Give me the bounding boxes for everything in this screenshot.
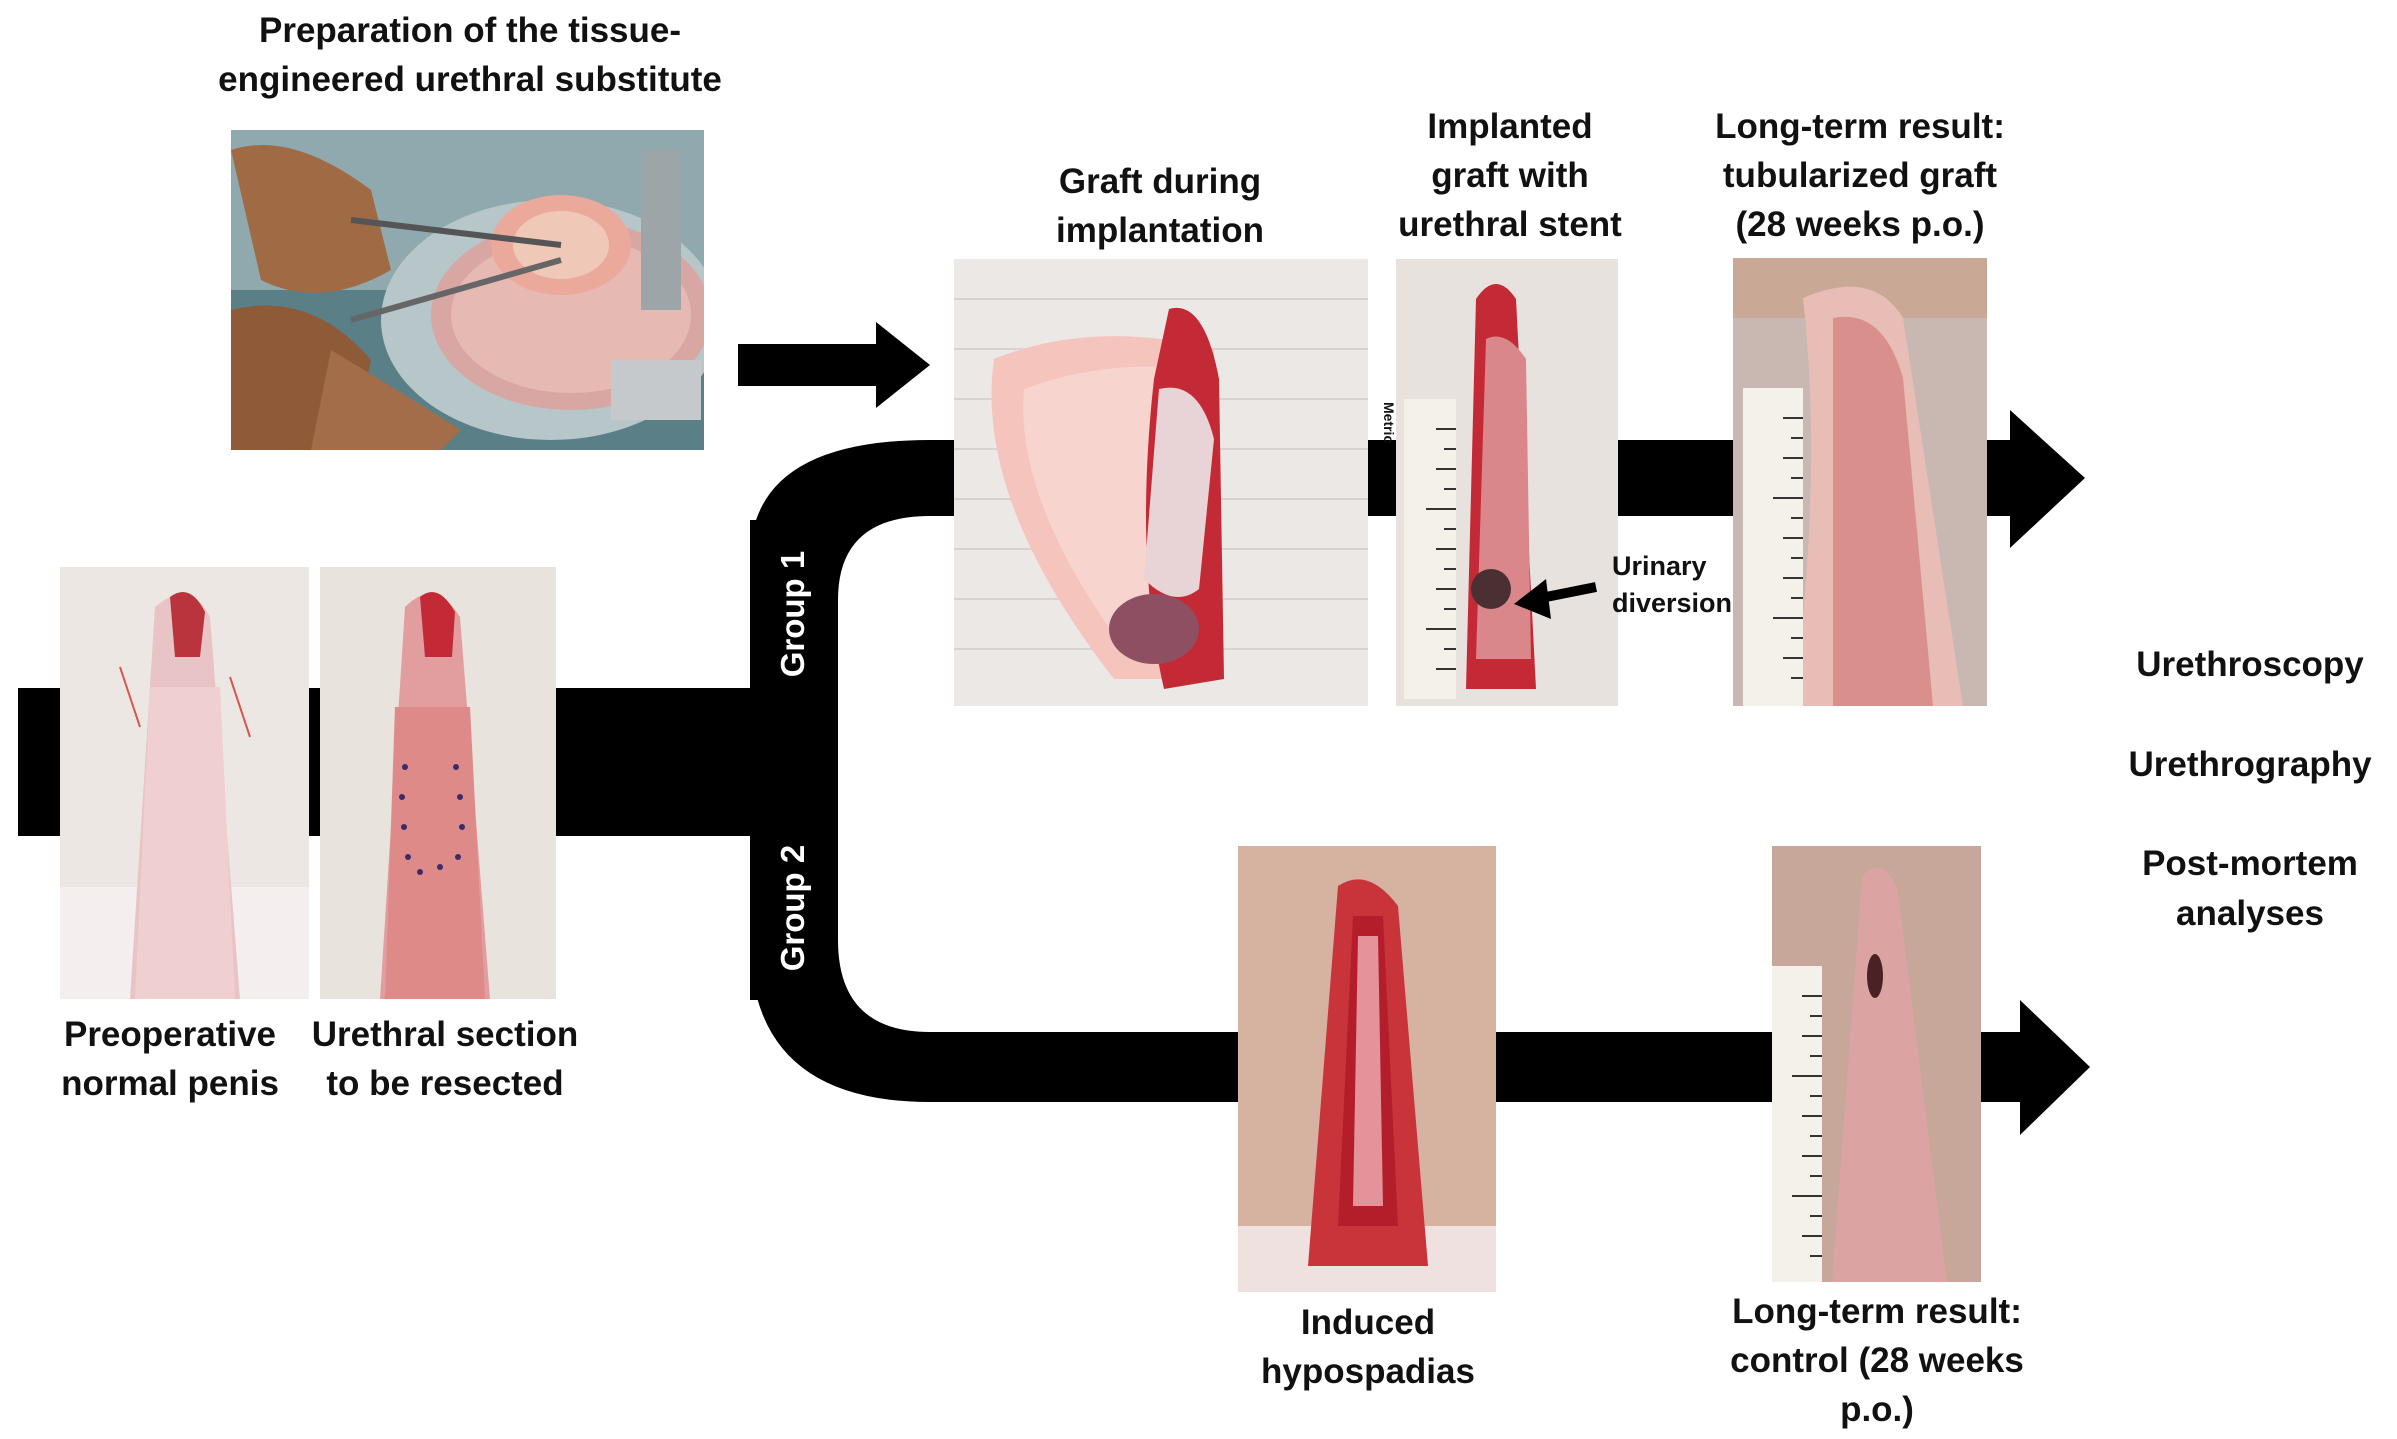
caption-implanted: Implanted graft with urethral stent [1360,102,1660,249]
caption-line: p.o.) [1840,1390,1914,1429]
caption-urethral-section: Urethral section to be resected [300,1010,590,1108]
caption-line: hypospadias [1261,1352,1475,1391]
ruler-label-top: Metric [1381,402,1397,462]
implanted-graft-photo [1396,259,1618,706]
caption-preoperative: Preoperative normal penis [40,1010,300,1108]
prep-arrow-head [876,322,930,408]
caption-line: to be resected [326,1064,564,1103]
group2-branch [750,940,2030,1102]
caption-line: Implanted [1427,107,1593,146]
group2-label: Group 2 [774,844,811,972]
outcome-urethroscopy: Urethroscopy [2136,645,2364,684]
caption-line: Urethral section [311,1015,579,1054]
caption-induced: Induced hypospadias [1218,1298,1518,1396]
vertical-connector [750,520,838,1000]
outcome-line: analyses [2176,894,2324,933]
long-term-control-photo [1772,846,1981,1282]
annotation-line: Urinary [1612,551,1707,581]
preoperative-photo [60,567,309,999]
caption-long-term-graft: Long-term result: tubularized graft (28 … [1710,102,2010,249]
outcome-urethrography: Urethrography [2128,745,2372,784]
urethral-section-photo [320,567,556,999]
caption-line: Long-term result: [1732,1292,2022,1331]
ruler-label-text: Metric [1381,402,1397,444]
graft-during-implantation-photo [954,259,1368,706]
caption-line: Graft during [1058,162,1262,201]
group2-arrowhead [2020,1000,2090,1135]
caption-line: control (28 weeks [1730,1341,2024,1380]
caption-line: (28 weeks p.o.) [1735,205,1985,244]
caption-line: Preparation of the tissue- [258,11,682,50]
preparation-photo [231,130,704,450]
caption-line: engineered urethral substitute [218,60,722,99]
caption-preparation: Preparation of the tissue- engineered ur… [210,6,730,104]
prep-arrow-shaft [738,344,878,386]
outcome-line: Post-mortem [2142,844,2358,883]
caption-long-term-control: Long-term result: control (28 weeks p.o.… [1722,1287,2032,1434]
urinary-diversion-annotation: Urinary diversion [1612,548,1732,622]
caption-line: normal penis [61,1064,279,1103]
caption-line: Long-term result: [1715,107,2005,146]
group1-arrowhead [2010,410,2085,548]
outcome-post-mortem: Post-mortem analyses [2120,839,2380,939]
induced-hypospadias-photo [1238,846,1496,1292]
caption-line: Induced [1300,1303,1436,1342]
caption-line: implantation [1055,211,1265,250]
caption-line: tubularized graft [1722,156,1998,195]
long-term-graft-photo [1733,258,1987,706]
group1-label: Group 1 [774,550,811,678]
caption-line: graft with [1431,156,1589,195]
caption-line: Preoperative [63,1015,277,1054]
caption-graft-during: Graft during implantation [1010,157,1310,255]
caption-line: urethral stent [1398,205,1622,244]
annotation-line: diversion [1612,588,1733,618]
